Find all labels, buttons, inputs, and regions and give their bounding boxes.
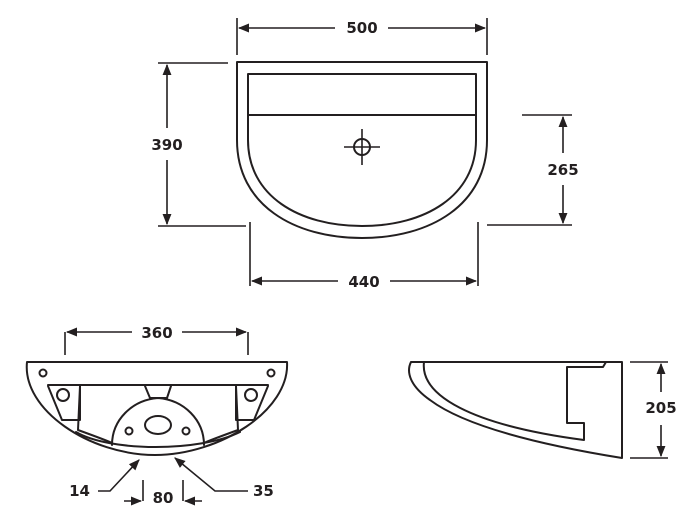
overflow-channel bbox=[144, 385, 172, 399]
basin-inner-outline bbox=[247, 73, 477, 227]
top-view: 500 390 265 440 bbox=[151, 18, 579, 291]
dim-35: 35 bbox=[253, 482, 274, 500]
left-bracket-outline bbox=[47, 385, 81, 421]
bowl-wall-left bbox=[77, 385, 113, 444]
side-inner-outline bbox=[422, 361, 607, 441]
dim-width-inner: 440 bbox=[348, 273, 379, 291]
tap-hole-icon bbox=[344, 129, 380, 165]
leader-arrow bbox=[98, 459, 140, 492]
dim-height: 205 bbox=[645, 399, 676, 417]
small-hole-icon bbox=[124, 426, 134, 436]
fixing-hole-icon bbox=[38, 368, 48, 378]
fixing-hole-icon bbox=[266, 368, 276, 378]
basin-outer-outline bbox=[236, 61, 488, 239]
inner-base-curve bbox=[75, 431, 241, 448]
dim-80: 80 bbox=[153, 489, 174, 507]
front-outer-outline bbox=[25, 361, 289, 456]
waste-boss-outline bbox=[111, 397, 205, 446]
dim-depth-total: 390 bbox=[151, 136, 182, 154]
dim-fixing-centres: 360 bbox=[141, 324, 172, 342]
dim-depth-back: 265 bbox=[547, 161, 578, 179]
right-bracket-outline bbox=[235, 385, 269, 421]
leader-arrow bbox=[174, 457, 248, 492]
dim-14: 14 bbox=[69, 482, 90, 500]
right-bracket-hole-icon bbox=[244, 388, 258, 402]
side-view: 205 bbox=[408, 361, 677, 459]
side-outer-outline bbox=[408, 361, 623, 459]
front-view: 360 14 35 80 bbox=[25, 324, 289, 507]
waste-outlet-icon bbox=[144, 415, 172, 435]
dim-width-outer: 500 bbox=[346, 19, 377, 37]
left-bracket-hole-icon bbox=[56, 388, 70, 402]
small-hole-icon bbox=[181, 426, 191, 436]
